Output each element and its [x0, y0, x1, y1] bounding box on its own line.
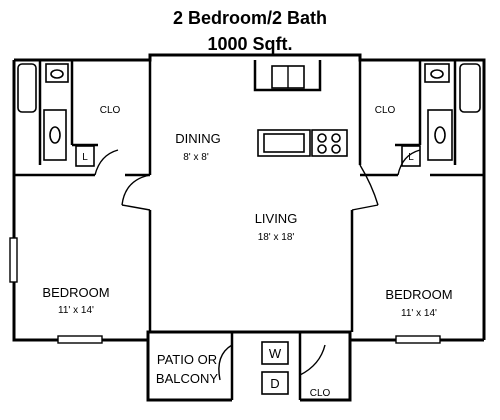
plan-area: 1000 Sqft.: [207, 34, 293, 54]
outer-walls: [12, 53, 486, 402]
patio-label-line2: BALCONY: [156, 371, 218, 386]
patio-closet-label: CLO: [310, 388, 331, 399]
kitchen-fixtures: [257, 65, 348, 157]
washer-box: [261, 341, 289, 365]
left-linen-closet: [75, 145, 95, 167]
left-closet-label: CLO: [100, 105, 121, 116]
dining-size: 8' x 8': [183, 152, 209, 163]
washer-label: W: [269, 346, 282, 361]
right-closet-label: CLO: [375, 105, 396, 116]
right-linen-label: L: [408, 152, 414, 163]
dryer-label: D: [270, 376, 279, 391]
interior-walls: [14, 60, 484, 400]
door-swings: [94, 149, 421, 381]
right-bedroom-label: BEDROOM: [385, 287, 452, 302]
dining-label: DINING: [175, 131, 221, 146]
windows: [9, 237, 441, 344]
patio-label-line1: PATIO OR: [157, 352, 217, 367]
left-bedroom-size: 11' x 14': [58, 305, 94, 316]
left-bath-fixtures: [17, 63, 69, 161]
living-size: 18' x 18': [258, 232, 295, 243]
left-bedroom-label: BEDROOM: [42, 285, 109, 300]
right-bath-fixtures: [424, 63, 481, 161]
left-linen-label: L: [82, 152, 88, 163]
right-linen-closet: [401, 145, 421, 167]
living-label: LIVING: [255, 211, 298, 226]
plan-title: 2 Bedroom/2 Bath: [172, 8, 328, 28]
right-bedroom-size: 11' x 14': [401, 308, 437, 319]
dryer-box: [261, 371, 289, 395]
